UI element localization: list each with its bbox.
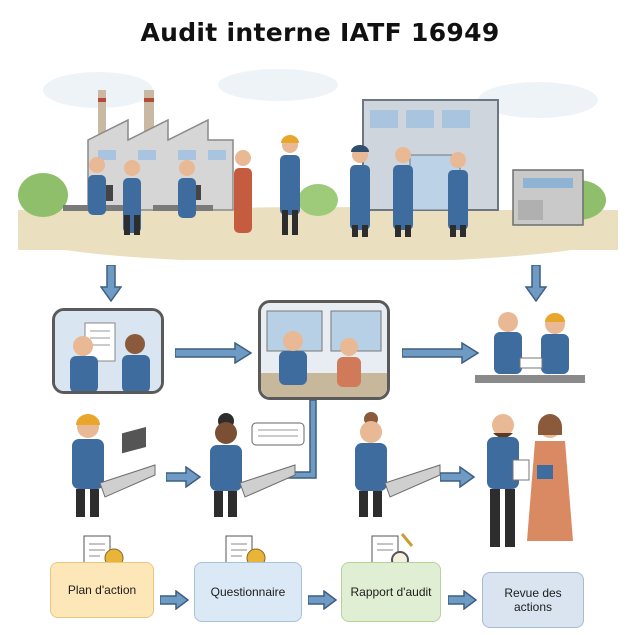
step-label: Rapport d'audit [350, 585, 432, 599]
security-check-frame [258, 300, 390, 400]
arrow-right-icon-5 [160, 590, 190, 610]
arrow-right-icon-2 [402, 342, 480, 364]
page-title: Audit interne IATF 16949 [140, 18, 500, 47]
worker-laptop-illustration-2 [210, 413, 305, 517]
factory-scene [18, 60, 618, 260]
arrow-right-icon-6 [308, 590, 338, 610]
arrow-down-left-icon [100, 265, 122, 303]
arrow-right-icon-7 [448, 590, 478, 610]
worker-laptop-illustration-3 [355, 412, 441, 517]
document-review-frame [52, 308, 164, 394]
arrow-down-right-icon [525, 265, 547, 303]
step-questionnaire: Questionnaire [194, 562, 302, 622]
step-revue-actions: Revue des actions [482, 572, 584, 628]
step-rapport-audit: Rapport d'audit [341, 562, 441, 622]
arrow-right-icon [175, 342, 253, 364]
step-plan-action: Plan d'action [50, 562, 154, 618]
workers-illustration [88, 135, 468, 237]
review-meeting-illustration [487, 414, 573, 547]
inspection-workers-illustration [475, 312, 585, 383]
step-label: Plan d'action [67, 583, 137, 597]
arrow-right-icon-3 [166, 466, 202, 488]
step-label: Revue des actions [504, 586, 562, 614]
worker-laptop-illustration-1 [72, 414, 156, 517]
arrow-right-icon-4 [440, 466, 476, 488]
step-label: Questionnaire [210, 585, 286, 599]
